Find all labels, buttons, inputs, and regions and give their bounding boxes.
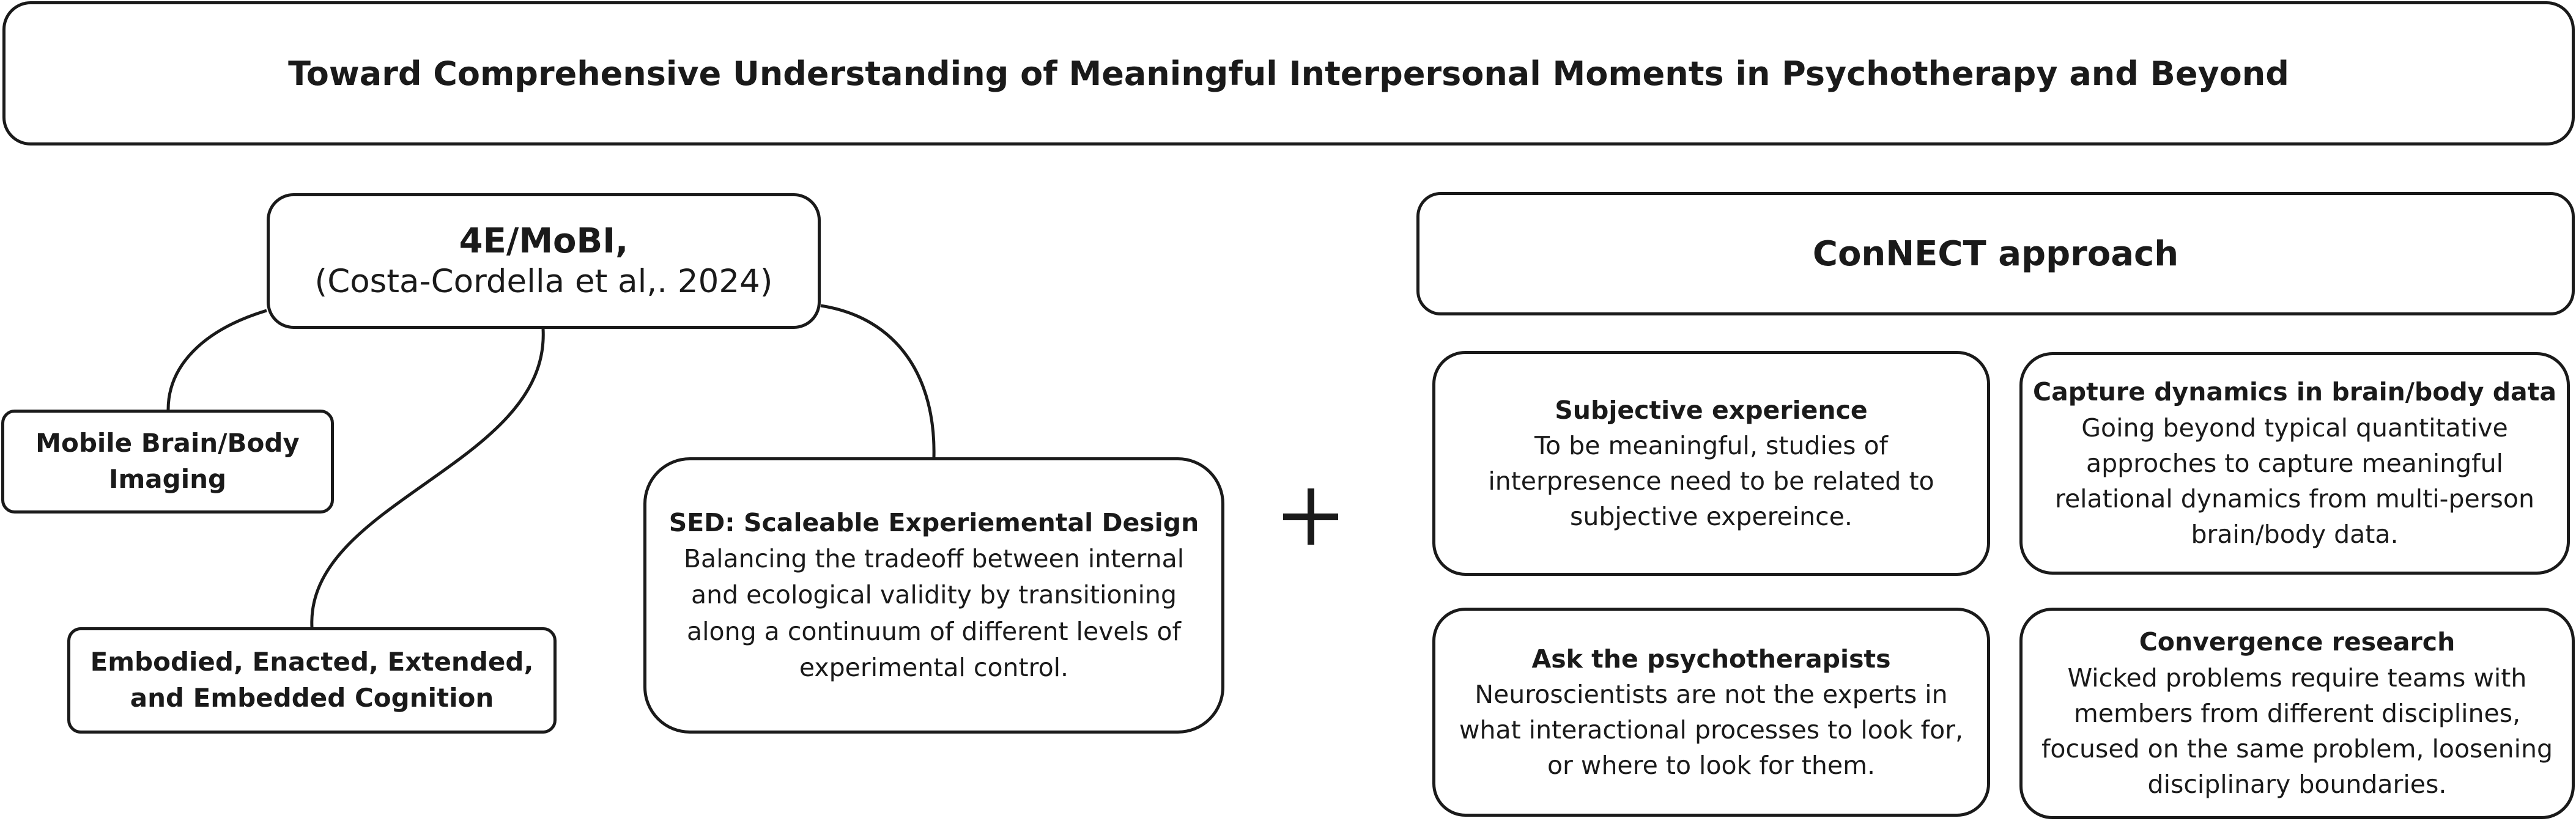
- subjective-line-3: subjective expereince.: [1570, 502, 1852, 532]
- sed-line-3: along a continuum of different levels of: [687, 616, 1181, 646]
- psychotherapists-line-1: Neuroscientists are not the experts in: [1475, 679, 1948, 709]
- mobile-imaging-node: Mobile Brain/Body Imaging: [1, 410, 334, 514]
- sed-heading: SED: Scaleable Experiemental Design: [668, 508, 1199, 538]
- subjective-line-2: interpresence need to be related to: [1488, 466, 1934, 496]
- cognition-line-2: and Embedded Cognition: [130, 683, 494, 713]
- connector-mobi-to-cognition: [310, 328, 545, 628]
- mobi-citation: (Costa-Cordella et al,. 2024): [314, 262, 773, 300]
- diagram-title-box: Toward Comprehensive Understanding of Me…: [2, 1, 2575, 145]
- ask-psychotherapists-node: Ask the psychotherapists Neuroscientists…: [1432, 608, 1990, 817]
- psychotherapists-heading: Ask the psychotherapists: [1531, 644, 1891, 674]
- connector-mobi-to-sed: [820, 304, 936, 458]
- subjective-experience-node: Subjective experience To be meaningful, …: [1432, 351, 1990, 576]
- connect-heading: ConNECT approach: [1812, 234, 2179, 274]
- psychotherapists-line-2: what interactional processes to look for…: [1459, 715, 1964, 745]
- dynamics-line-3: relational dynamics from multi-person: [2054, 484, 2534, 514]
- sed-line-1: Balancing the tradeoff between internal: [683, 544, 1185, 574]
- connector-mobi-to-mobile-imaging: [166, 309, 267, 410]
- capture-dynamics-node: Capture dynamics in brain/body data Goin…: [2019, 352, 2570, 575]
- sed-node: SED: Scaleable Experiemental Design Bala…: [643, 457, 1224, 734]
- cognition-node: Embodied, Enacted, Extended, and Embedde…: [67, 627, 557, 734]
- mobi-heading: 4E/MoBI,: [459, 221, 629, 261]
- dynamics-heading: Capture dynamics in brain/body data: [2033, 377, 2556, 407]
- convergence-line-3: focused on the same problem, loosening: [2041, 734, 2553, 764]
- sed-line-4: experimental control.: [799, 652, 1069, 682]
- mobile-imaging-line-2: Imaging: [108, 464, 227, 494]
- convergence-line-4: disciplinary boundaries.: [2147, 770, 2447, 800]
- plus-icon: [1283, 483, 1350, 550]
- convergence-heading: Convergence research: [2139, 627, 2456, 657]
- subjective-heading: Subjective experience: [1555, 395, 1868, 425]
- convergence-line-2: members from different disciplines,: [2073, 698, 2521, 728]
- dynamics-line-1: Going beyond typical quantitative: [2081, 413, 2508, 443]
- subjective-line-1: To be meaningful, studies of: [1534, 430, 1888, 460]
- mobi-node: 4E/MoBI, (Costa-Cordella et al,. 2024): [267, 193, 821, 329]
- cognition-line-1: Embodied, Enacted, Extended,: [90, 647, 534, 677]
- psychotherapists-line-3: or where to look for them.: [1547, 751, 1876, 781]
- mobile-imaging-line-1: Mobile Brain/Body: [35, 428, 300, 458]
- diagram-title: Toward Comprehensive Understanding of Me…: [288, 54, 2289, 93]
- dynamics-line-2: approches to capture meaningful: [2086, 448, 2503, 478]
- convergence-line-1: Wicked problems require teams with: [2067, 663, 2527, 693]
- connect-header: ConNECT approach: [1416, 192, 2575, 315]
- dynamics-line-4: brain/body data.: [2191, 520, 2399, 550]
- convergence-research-node: Convergence research Wicked problems req…: [2019, 608, 2575, 819]
- sed-line-2: and ecological validity by transitioning: [690, 580, 1177, 610]
